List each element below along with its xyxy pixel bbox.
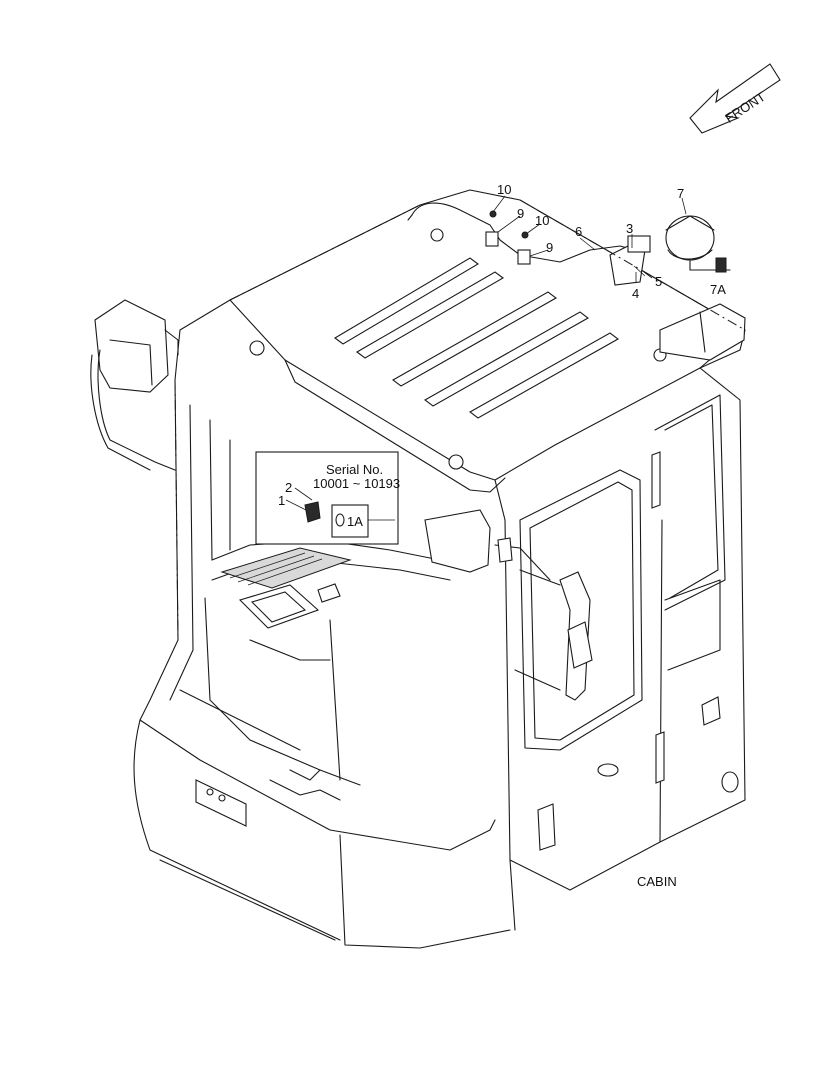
callout-5: 5	[655, 274, 662, 289]
callout-10a: 10	[497, 182, 511, 197]
right-mirror	[659, 303, 746, 361]
callout-leaders	[285, 195, 687, 511]
callout-7a: 7A	[710, 282, 726, 297]
cabin-lower-body	[133, 719, 511, 949]
cabin-roof	[174, 189, 746, 493]
front-arrow-icon: FRONT	[689, 63, 781, 134]
left-mirror	[90, 299, 179, 471]
callout-labels: 10 9 10 9 6 3 7 4 5 7A Serial No. 10001 …	[278, 182, 726, 889]
callout-2: 2	[285, 480, 292, 495]
callout-4: 4	[632, 286, 639, 301]
rear-side-panel	[654, 367, 746, 843]
cabin-door	[494, 451, 665, 931]
callout-9b: 9	[546, 240, 553, 255]
serial-detail-box	[255, 451, 399, 545]
assembly-label: CABIN	[637, 874, 677, 889]
inner-mirror	[424, 509, 551, 581]
serial-line2: 10001 ~ 10193	[313, 476, 400, 491]
phantom-lines	[174, 199, 746, 641]
callout-7: 7	[677, 186, 684, 201]
callout-1: 1	[278, 493, 285, 508]
callout-3: 3	[626, 221, 633, 236]
callout-1a: 1A	[347, 514, 363, 529]
callout-6: 6	[575, 224, 582, 239]
serial-line1: Serial No.	[326, 462, 383, 477]
cabin-frame	[139, 379, 451, 786]
callout-10b: 10	[535, 213, 549, 228]
callout-9a: 9	[517, 206, 524, 221]
